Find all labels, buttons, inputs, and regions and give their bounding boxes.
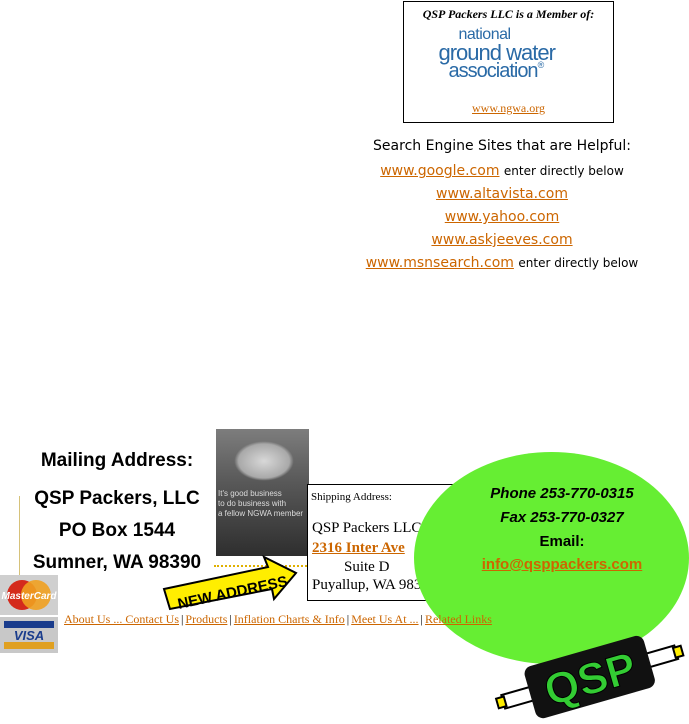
email-label: Email: bbox=[539, 533, 585, 550]
ngwa-logo-reg: ® bbox=[537, 60, 545, 70]
shipping-city: Puyallup, WA 98372 bbox=[312, 577, 437, 593]
nav-separator: | bbox=[346, 612, 350, 626]
handshake-image bbox=[234, 441, 294, 481]
dotted-connector bbox=[214, 565, 307, 567]
ngwa-logo-line2: ground water bbox=[438, 40, 556, 65]
msnsearch-note: enter directly below bbox=[518, 256, 639, 270]
mastercard-icon: MasterCard bbox=[0, 575, 58, 615]
new-address-arrow: NEW ADDRESS bbox=[162, 555, 298, 611]
visa-icon: VISA bbox=[0, 617, 58, 653]
search-engine-row: www.altavista.com bbox=[346, 183, 658, 206]
shipping-suite: Suite D bbox=[344, 559, 390, 575]
mailing-address: Mailing Address: QSP Packers, LLC PO Box… bbox=[14, 450, 220, 574]
mailing-po-box: PO Box 1544 bbox=[58, 520, 176, 541]
msnsearch-link[interactable]: www.msnsearch.com bbox=[365, 255, 514, 271]
photo-caption: It's good business to do business with a… bbox=[218, 489, 309, 519]
ngwa-member-box: QSP Packers LLC is a Member of: national… bbox=[403, 1, 614, 123]
nav-separator: | bbox=[229, 612, 232, 626]
google-note: enter directly below bbox=[503, 164, 624, 178]
shipping-company: QSP Packers LLC bbox=[312, 520, 422, 536]
nav-separator: | bbox=[420, 612, 423, 626]
ngwa-link[interactable]: www.ngwa.org bbox=[472, 101, 545, 115]
yahoo-link[interactable]: www.yahoo.com bbox=[444, 209, 560, 225]
ngwa-handshake-photo: It's good business to do business with a… bbox=[216, 429, 309, 556]
search-engine-row: www.msnsearch.com enter directly below bbox=[346, 252, 658, 275]
search-engine-row: www.yahoo.com bbox=[346, 206, 658, 229]
footer-nav: About Us ... Contact Us|Products|Inflati… bbox=[64, 612, 492, 627]
askjeeves-link[interactable]: www.askjeeves.com bbox=[431, 232, 573, 248]
email-link[interactable]: info@qsppackers.com bbox=[481, 556, 643, 573]
ngwa-logo-line3: association® bbox=[448, 60, 545, 83]
search-engine-row: www.google.com enter directly below bbox=[346, 160, 658, 183]
photo-caption-line: to do business with bbox=[218, 499, 287, 508]
mastercard-label: MasterCard bbox=[1, 591, 57, 602]
altavista-link[interactable]: www.altavista.com bbox=[436, 186, 568, 202]
shipping-street-link[interactable]: 2316 Inter Ave bbox=[312, 540, 405, 556]
search-engines-section: Search Engine Sites that are Helpful: ww… bbox=[346, 138, 658, 275]
fax-number: Fax 253-770-0327 bbox=[500, 509, 624, 526]
nav-related-links[interactable]: Related Links bbox=[424, 612, 492, 626]
photo-caption-line: It's good business bbox=[218, 489, 282, 498]
nav-meet-us[interactable]: Meet Us At ... bbox=[351, 612, 419, 626]
contact-info: Phone 253-770-0315 Fax 253-770-0327 Emai… bbox=[462, 485, 662, 573]
nav-about-contact[interactable]: About Us ... Contact Us bbox=[64, 612, 179, 626]
ngwa-logo-line3-text: association bbox=[448, 60, 539, 82]
nav-products[interactable]: Products bbox=[185, 612, 228, 626]
visa-label: VISA bbox=[14, 628, 44, 643]
ngwa-caption: QSP Packers LLC is a Member of: bbox=[422, 7, 595, 21]
google-link[interactable]: www.google.com bbox=[380, 163, 500, 179]
nav-inflation-charts[interactable]: Inflation Charts & Info bbox=[233, 612, 345, 626]
mailing-divider bbox=[19, 496, 20, 576]
phone-number: Phone 253-770-0315 bbox=[490, 485, 634, 502]
search-engine-row: www.askjeeves.com bbox=[346, 229, 658, 252]
qsp-logo-text: QSP bbox=[539, 643, 642, 716]
email-row: info@qsppackers.com bbox=[462, 556, 662, 573]
ngwa-logo-line1: national bbox=[458, 26, 512, 43]
nav-separator: | bbox=[181, 612, 184, 626]
mailing-company: QSP Packers, LLC bbox=[34, 488, 200, 509]
mailing-title: Mailing Address: bbox=[40, 450, 194, 471]
qsp-logo: QSP bbox=[494, 635, 685, 719]
mailing-city: Sumner, WA 98390 bbox=[32, 552, 202, 573]
ngwa-logo[interactable]: national ground water association® bbox=[429, 26, 589, 82]
credit-cards: MasterCard VISA bbox=[0, 575, 60, 653]
search-engines-title: Search Engine Sites that are Helpful: bbox=[373, 138, 631, 154]
contact-ellipse bbox=[414, 452, 689, 664]
shipping-label: Shipping Address: bbox=[311, 491, 392, 503]
photo-caption-line: a fellow NGWA member bbox=[218, 509, 304, 518]
